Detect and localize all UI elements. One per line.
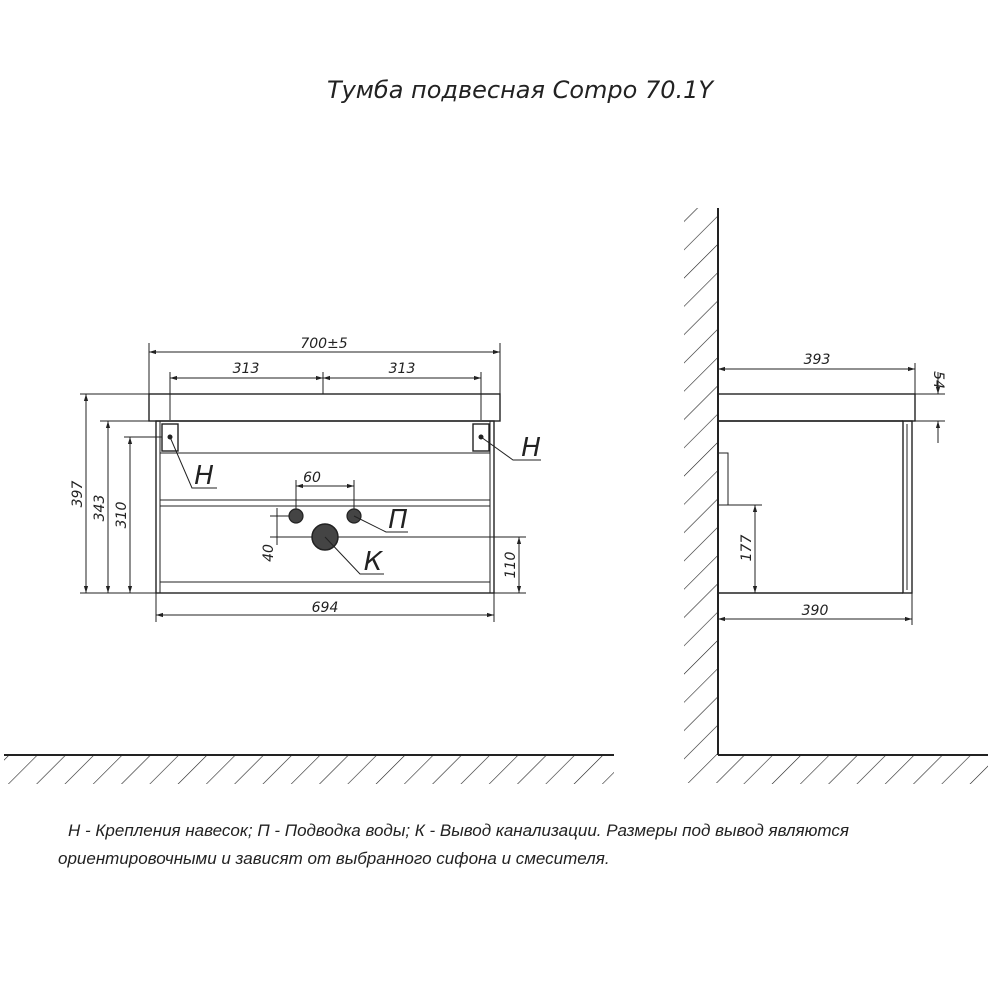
drawing-title: Тумба подвесная Compo 70.1Y [326,76,714,104]
side-front-panel [902,420,913,594]
dim-height-body: 343 [92,495,108,522]
label-mount-right: Н [521,433,541,463]
side-countertop [717,393,916,422]
dim-drain-height: 110 [503,552,519,579]
dim-height-mount: 310 [114,502,130,529]
water-inlet-left [288,508,304,524]
side-view [717,393,916,594]
front-dimensions [80,343,526,622]
dim-hole-left: 313 [233,361,260,377]
wall-hatch [684,208,988,784]
cabinet-body [155,420,495,594]
floor-hatch [4,754,614,784]
dim-width-body: 694 [312,600,339,616]
dim-depth-top: 393 [804,352,831,368]
label-water: П [388,505,408,535]
dim-hole-right: 313 [389,361,416,377]
dim-water-offset: 40 [261,544,277,562]
front-view [148,393,541,594]
legend-note: Н - Крепления навесок; П - Подводка воды… [58,817,958,873]
legend-line-1: Н - Крепления навесок; П - Подводка воды… [68,821,849,840]
legend-line-2: ориентировочными и зависят от выбранного… [58,849,610,868]
dim-top-thickness: 54 [930,371,946,389]
label-mount-left: Н [194,461,214,491]
countertop [148,393,501,422]
dim-height-total: 397 [70,481,86,508]
label-drain: К [364,547,384,577]
dim-depth-body: 390 [802,603,829,619]
side-dimensions [718,363,945,625]
side-drawer-stop [717,452,729,506]
dim-width-total: 700±5 [300,336,347,352]
mount-right [472,423,490,452]
dim-water-spacing: 60 [303,470,321,486]
dim-drawer-height: 177 [739,535,755,562]
